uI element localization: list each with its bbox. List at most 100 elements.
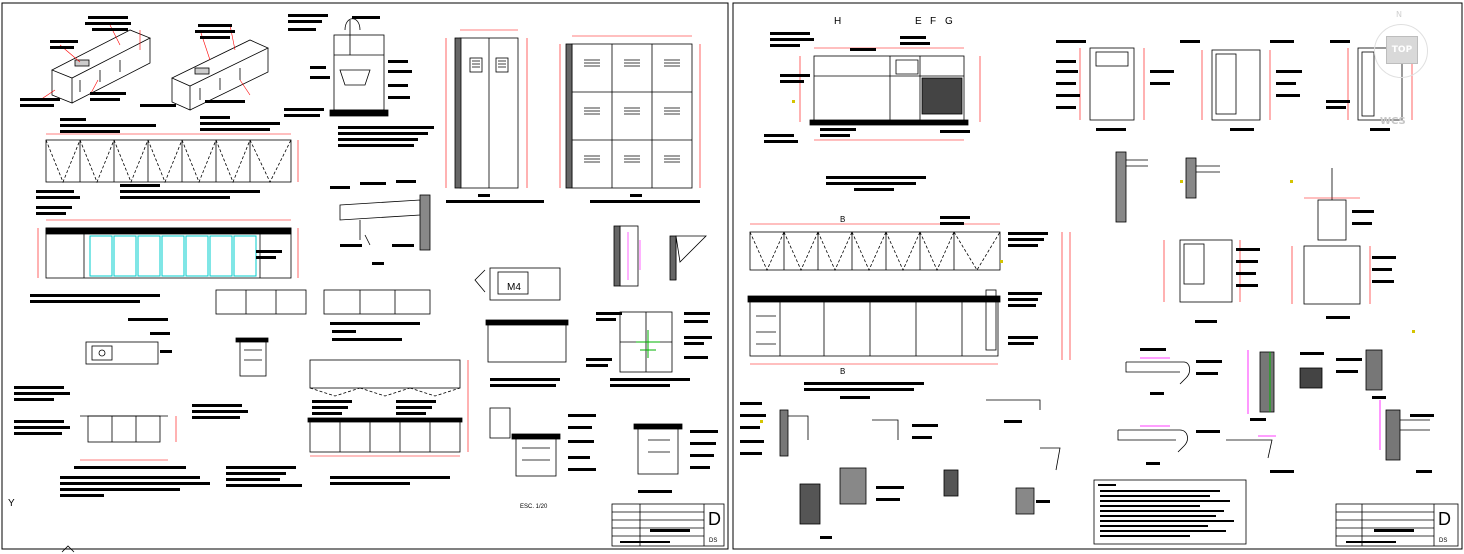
m4-elevation [474, 267, 561, 301]
axis-h: H [834, 16, 841, 27]
counter-sections-bottom [779, 399, 1061, 525]
b-upper-label: B [840, 215, 845, 224]
sections-middle-right [1179, 168, 1361, 305]
green-detail [636, 330, 660, 358]
bottom-right-notes [1140, 348, 1434, 473]
section-b-upper: B [840, 215, 845, 224]
detail-scale-label: ESC. 1/20 [520, 504, 548, 510]
right-sheet: H E F G [740, 16, 1459, 547]
cyan-highlight-doors [89, 235, 257, 277]
small-section-cabinet [235, 337, 269, 377]
axis-letters: H E F G [834, 16, 953, 27]
axis-f: F [930, 16, 936, 27]
left-sheet: M4 [8, 14, 725, 547]
title-block-sub: DS [709, 538, 717, 544]
sections-top-right [1089, 47, 1403, 121]
elev-captions-top-right [446, 194, 700, 203]
magenta-details [1140, 350, 1381, 450]
detail-escala-1-20 [489, 407, 561, 477]
detail-escala-label: ESC. 1/20 [520, 504, 548, 510]
detail-right-bottom-notes [638, 430, 718, 493]
north-label: N [1396, 10, 1402, 19]
axis-e: E [915, 16, 922, 27]
sink-cabinet-notes [14, 386, 248, 497]
right-title-block [1335, 503, 1459, 547]
wall-section-detail [339, 194, 431, 251]
locker-grid-elevation [565, 43, 693, 189]
upper-cabinets-notes [36, 184, 260, 215]
axis-g: G [945, 16, 953, 27]
left-title-block-text: D DS [708, 509, 721, 544]
detail-right-bottom [633, 423, 683, 475]
m4-elevation-label: M4 [507, 282, 521, 293]
long-base-cabinet-dims [310, 360, 469, 457]
isometric-counter-1 [51, 29, 151, 104]
lab-bench-dims [799, 47, 981, 141]
sections-top-right-dims [1079, 48, 1413, 120]
detail-escala-notes [568, 414, 596, 471]
lab-bench-elevation [809, 55, 969, 126]
left-title-block-fill [620, 529, 690, 543]
sections-middle-right-dims [1163, 197, 1371, 304]
sections-middle [613, 225, 707, 287]
base-cabinets-notes [30, 250, 282, 303]
viewcube-ring[interactable] [1374, 24, 1428, 78]
viewcube[interactable]: N TOP WCS [1370, 10, 1428, 130]
notes-top [20, 16, 324, 133]
bottom-right-details [1365, 349, 1430, 461]
base-cabinets-right-dims [750, 232, 1071, 365]
cabinet-with-top-notes [490, 312, 622, 387]
base-cabinets-dims [37, 219, 299, 278]
counter-sections-notes [740, 402, 1050, 539]
sections-middle-right-notes [1195, 210, 1396, 323]
tall-cabinet-elevation [454, 37, 519, 189]
title-block-letter: D [708, 509, 721, 529]
sections-middle-dims [627, 232, 641, 280]
base-cabinets-right [747, 289, 1001, 357]
long-base-cabinet [307, 359, 463, 453]
sections-top-right-notes [1056, 40, 1390, 131]
lab-bench-notes [764, 32, 970, 191]
ucs-marker [61, 545, 75, 553]
tall-cabinet-dims [445, 29, 528, 188]
section-b-lower: B [840, 367, 845, 376]
sink-detail-notes [288, 14, 434, 147]
upper-cabinets-dims [46, 133, 299, 182]
wall-hatch-sections [1115, 151, 1220, 223]
m4-label: M4 [507, 282, 521, 293]
title-block-sub-right: DS [1439, 538, 1447, 544]
right-title-block-fill [1346, 529, 1414, 543]
locker-vents [584, 59, 680, 163]
leader-lines-top [39, 24, 251, 101]
sink-cabinet-elevation [80, 415, 168, 443]
long-base-cabinet-notes [226, 400, 450, 487]
viewcube-top-face[interactable]: TOP [1386, 36, 1418, 64]
small-cabinets-notes [330, 322, 420, 341]
cabinet-with-top [485, 319, 569, 363]
base-cabinets-elevation [45, 227, 292, 279]
title-block-letter-right: D [1438, 509, 1451, 529]
sink-section-detail [329, 18, 389, 117]
sink-counter-notes [128, 318, 172, 353]
glass-cabinet-notes [610, 312, 712, 387]
locker-dims [559, 35, 701, 188]
wcs-menu[interactable]: WCS [1380, 116, 1406, 127]
sink-counter-plan [85, 341, 159, 365]
upper-cabinets-right [749, 231, 1001, 271]
isometric-counter-2 [171, 39, 269, 111]
sink-detail-bottom [1117, 351, 1323, 459]
sink-cabinet-dims [80, 416, 177, 461]
axis-mark-y: Y [8, 498, 15, 509]
wall-section-notes [330, 180, 416, 265]
b-lower-label: B [840, 367, 845, 376]
axis-mark-left: Y [8, 498, 15, 509]
general-notes-text [1098, 484, 1234, 537]
upper-cabinets-elevation [45, 139, 292, 184]
base-cabinets-right-notes [804, 216, 1048, 399]
yellow-markers [760, 100, 1415, 423]
right-title-block-text: D DS [1438, 509, 1451, 544]
small-cabinets-row [215, 289, 431, 315]
left-title-block [611, 503, 725, 547]
